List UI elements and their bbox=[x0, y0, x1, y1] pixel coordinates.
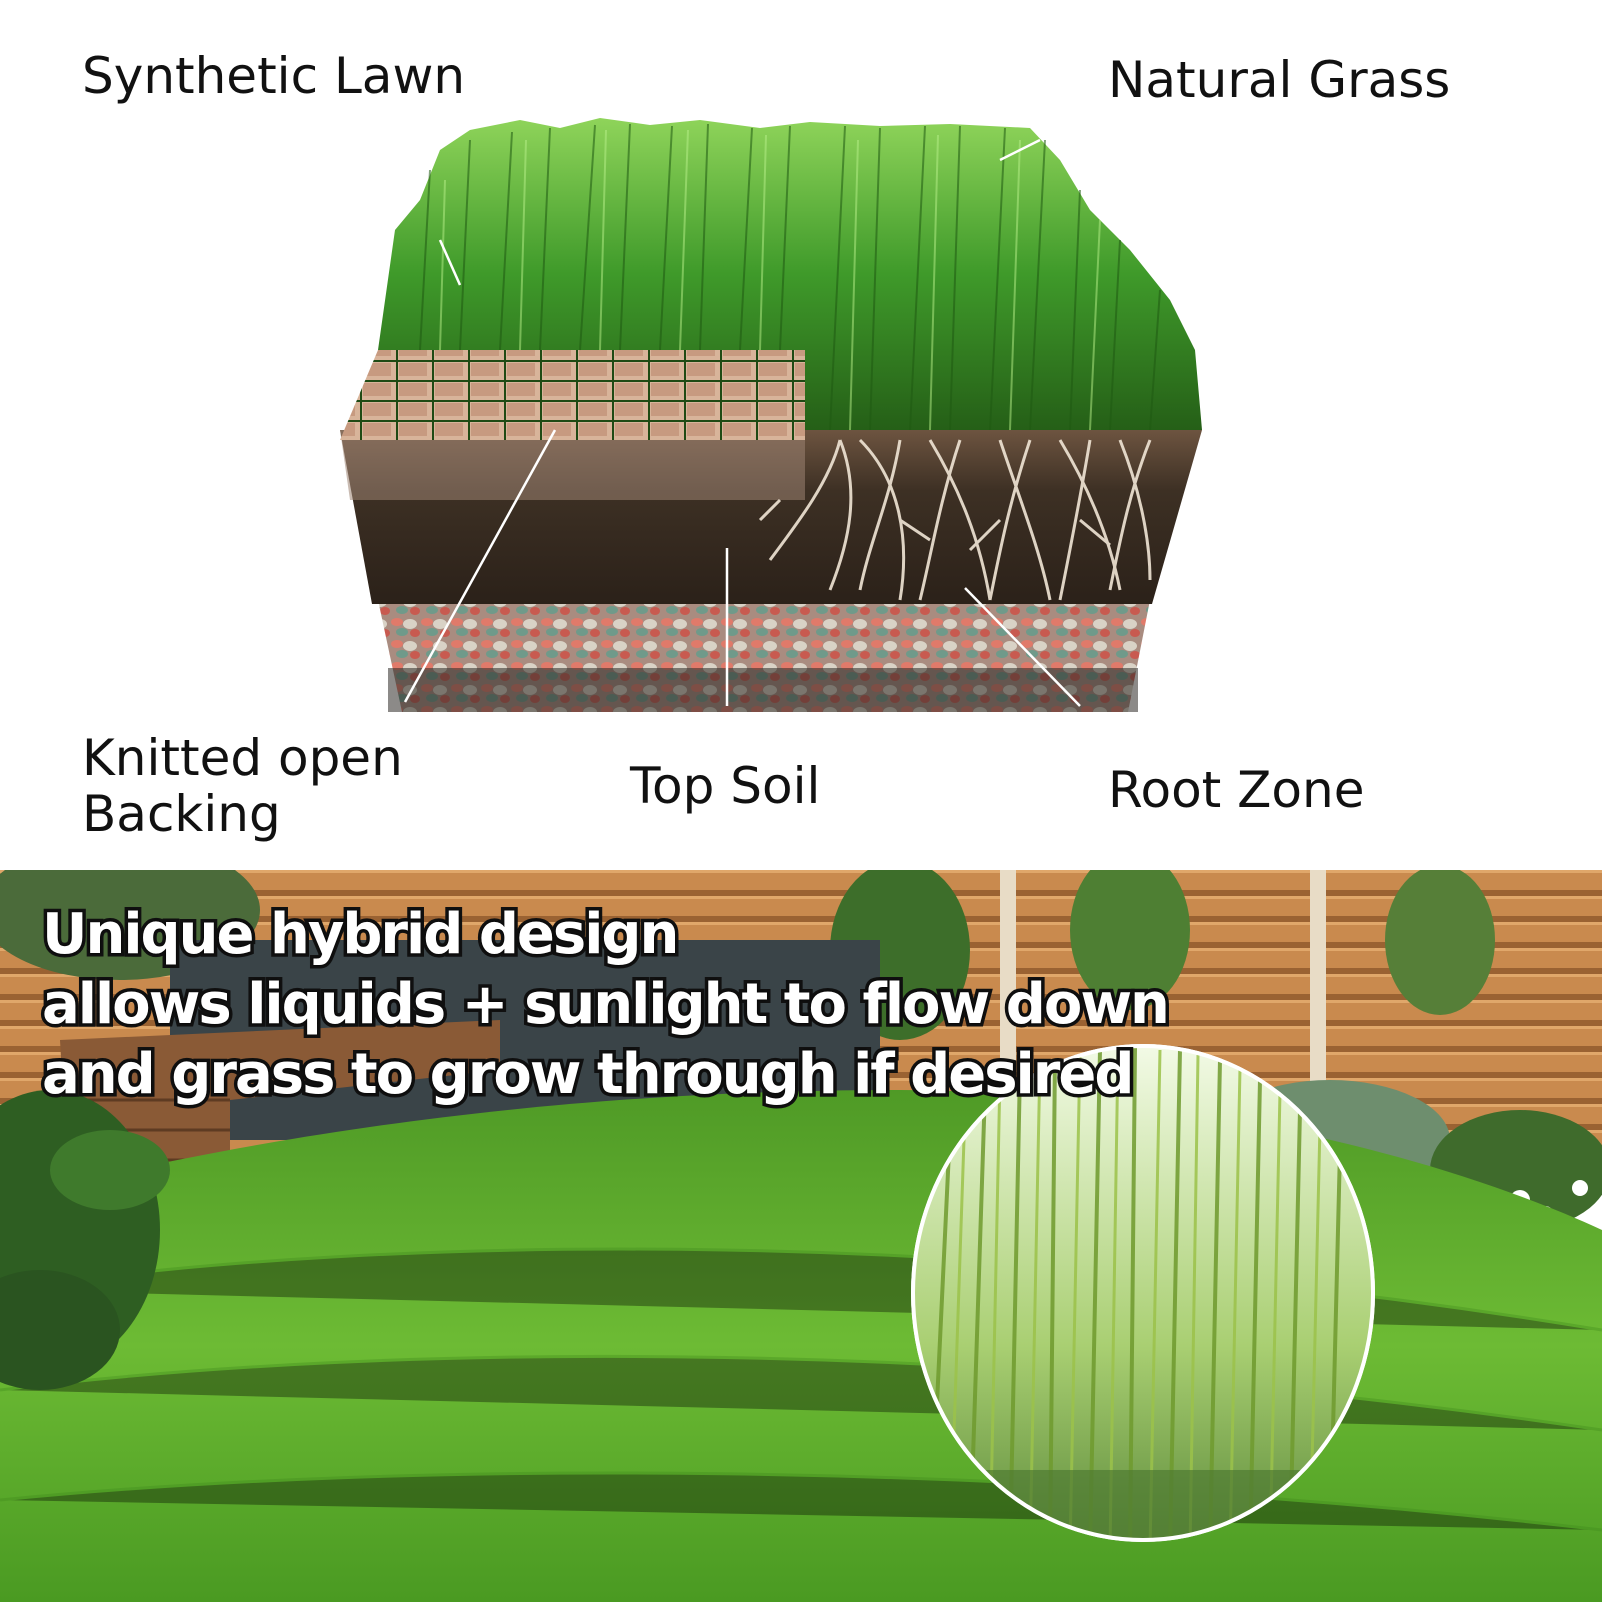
headline-line-3: and grass to grow through if desired bbox=[39, 1039, 1138, 1111]
garden-scene bbox=[0, 870, 1602, 1602]
knitted-backing-grid bbox=[340, 350, 805, 440]
headline-line-2: allows liquids + sunlight to flow down bbox=[39, 969, 1174, 1041]
label-knitted-backing-line-1: Knitted open bbox=[82, 729, 403, 787]
label-synthetic-lawn: Synthetic Lawn bbox=[82, 47, 466, 105]
hybrid-lawn-cross-section bbox=[340, 118, 1202, 712]
roots bbox=[758, 438, 1152, 601]
label-knitted-backing-line-2: Backing bbox=[82, 785, 281, 843]
garden-photo bbox=[0, 870, 1602, 1602]
headline: Unique hybrid design allows liquids + su… bbox=[39, 899, 1174, 1111]
cross-section-diagram: Synthetic Lawn Natural Grass Knitted ope… bbox=[82, 47, 1451, 842]
label-root-zone: Root Zone bbox=[1108, 761, 1365, 819]
grass-blades bbox=[378, 118, 1202, 430]
label-natural-grass: Natural Grass bbox=[1108, 51, 1451, 109]
headline-line-1: Unique hybrid design bbox=[39, 899, 683, 971]
foreground-plant bbox=[0, 1090, 170, 1390]
label-knitted-backing: Knitted open Backing bbox=[82, 730, 403, 842]
grass-closeup-circle bbox=[911, 1044, 1375, 1542]
label-top-soil: Top Soil bbox=[630, 757, 821, 815]
leader-lines bbox=[403, 138, 1081, 707]
